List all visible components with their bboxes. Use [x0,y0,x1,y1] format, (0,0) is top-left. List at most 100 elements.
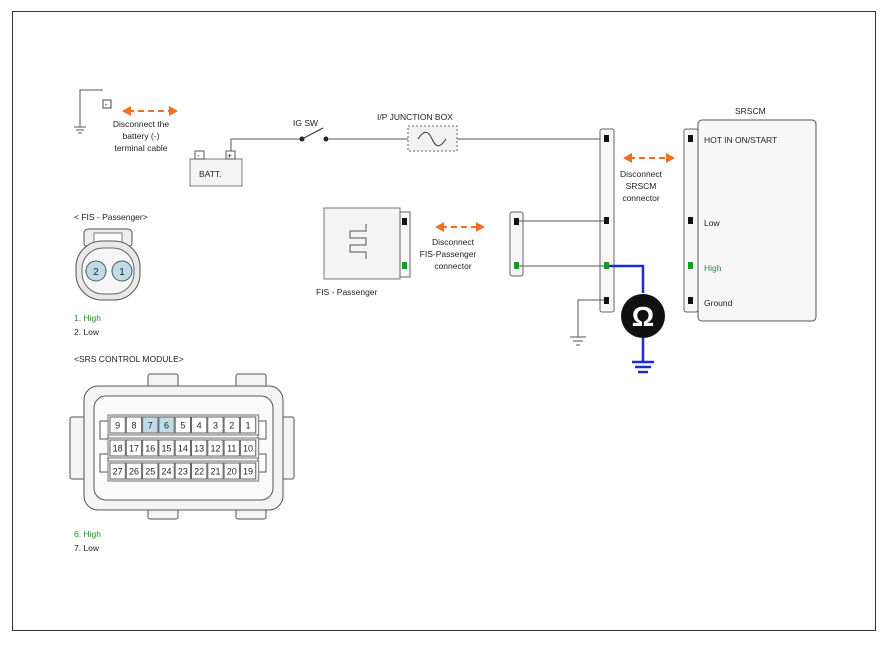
fis-legend-high: 1. High [74,313,101,323]
srs-pin-cell-5 [174,416,191,434]
srs-pin-cell-18 [109,439,126,457]
srs-pin-label-2: 2 [229,421,234,431]
srs-pin-label-20: 20 [227,467,237,477]
srs-pin-label-26: 26 [129,467,139,477]
srs-pin-label-19: 19 [243,467,253,477]
srs-pin-label-13: 13 [194,444,204,454]
srs-pin-label-21: 21 [210,467,220,477]
srs-pin-label-17: 17 [129,444,139,454]
srscm-pin-ground-label: Ground [704,298,733,308]
srs-pin-label-18: 18 [113,444,123,454]
junction-box [407,125,458,152]
battery-disconnect-line3: terminal cable [115,143,168,153]
srs-pin-cell-4 [191,416,208,434]
fis-squib-symbol [349,224,367,259]
srs-pin-cell-17 [125,439,143,457]
battery-label: BATT. [199,169,222,179]
srscm-pin-hot-label: HOT IN ON/START [704,135,777,145]
battery-disconnect-line2: battery (-) [123,131,160,141]
fis-component-pin-low [402,218,407,225]
fuse-symbol [417,131,447,147]
srscm-module-pin-low [688,217,693,224]
srscm-harness-pin-low [604,217,609,224]
srs-pin-label-9: 9 [115,421,120,431]
srscm-harness-pin-ground [604,297,609,304]
srs-pin-cell-13 [191,439,208,457]
srs-pin-label-22: 22 [194,467,204,477]
fis-component-label: FIS - Passenger [316,287,378,297]
srs-pin-label-6: 6 [164,421,169,431]
srscm-ground-wire [570,299,604,346]
srs-pin-cell-24 [158,462,175,480]
srscm-disconnect-line2: SRSCM [626,181,657,191]
srs-pin-cell-8 [125,416,143,434]
fis-component-box [323,207,401,280]
fis-disconnect-line1: Disconnect [432,237,475,247]
srs-legend-high: 6. High [74,529,101,539]
srs-pin-label-1: 1 [246,421,251,431]
ohmmeter-symbol: Ω [632,301,654,332]
srs-pin-cell-1 [239,416,257,434]
srscm-module-pin-high [688,262,693,269]
srs-pin-label-8: 8 [131,421,136,431]
supply-wire [230,138,600,151]
srs-pin-cell-2 [223,416,240,434]
srs-pin-cell-3 [207,416,224,434]
srs-pin-cell-12 [207,439,224,457]
srs-pin-label-24: 24 [162,467,172,477]
srs-pin-label-14: 14 [178,444,188,454]
ohmmeter-probe-wire [609,264,654,374]
srscm-module-box [697,119,817,322]
srs-pin-cell-16 [142,439,159,457]
srs-pin-cell-21 [207,462,224,480]
fis-harness-wires [519,220,604,267]
srs-pin-cell-10 [239,439,257,457]
fis-disconnect-line3: connector [434,261,471,271]
diagram-frame [12,11,876,631]
srs-pin-cell-7 [142,416,159,434]
srs-pin-cell-9 [109,416,126,434]
srs-pin-cell-27 [109,462,126,480]
srscm-disconnect-line3: connector [622,193,659,203]
battery-terminal-neg: - [105,99,108,109]
srscm-disconnect-arrow [623,153,675,163]
ohmmeter-icon [621,294,665,338]
battery-neg-sign: - [197,150,200,160]
fis-connector-pin-1: 1 [119,267,125,278]
battery-terminal-box [102,99,112,109]
fis-harness-pin-high [514,262,519,269]
srs-pin-label-4: 4 [197,421,202,431]
srs-pin-label-7: 7 [148,421,153,431]
srscm-harness-pin-high [604,262,609,269]
battery-box [189,158,243,187]
srscm-module-pin-hot [688,135,693,142]
fis-component-connector [399,211,411,278]
fis-connector-pin-2: 2 [93,267,99,278]
fis-connector-face [75,228,141,301]
srs-pin-label-3: 3 [213,421,218,431]
fis-disconnect-arrow [435,222,485,232]
srs-pin-label-5: 5 [180,421,185,431]
srs-pin-cell-6 [158,416,175,434]
battery-ground-wire [74,89,103,134]
srs-pin-cell-15 [158,439,175,457]
battery-pos-sign: + [227,151,232,161]
srs-pin-label-10: 10 [243,444,253,454]
srs-pin-label-16: 16 [145,444,155,454]
srs-pin-label-25: 25 [145,467,155,477]
srs-pin-cell-19 [239,462,257,480]
srs-pin-cell-23 [174,462,191,480]
srs-module-title: <SRS CONTROL MODULE> [74,354,184,364]
fis-component-pin-high [402,262,407,269]
srs-pin-label-11: 11 [227,444,236,454]
srs-pin-label-23: 23 [178,467,188,477]
fis-connector-title: < FIS - Passenger> [74,212,148,222]
srscm-harness-pin-hot [604,135,609,142]
srs-pin-label-15: 15 [162,444,172,454]
srs-pin-label-12: 12 [210,444,220,454]
srscm-module-pin-ground [688,297,693,304]
battery-disconnect-line1: Disconnect the [113,119,169,129]
srscm-pin-low-label: Low [704,218,720,228]
battery-neg-terminal [194,150,205,160]
